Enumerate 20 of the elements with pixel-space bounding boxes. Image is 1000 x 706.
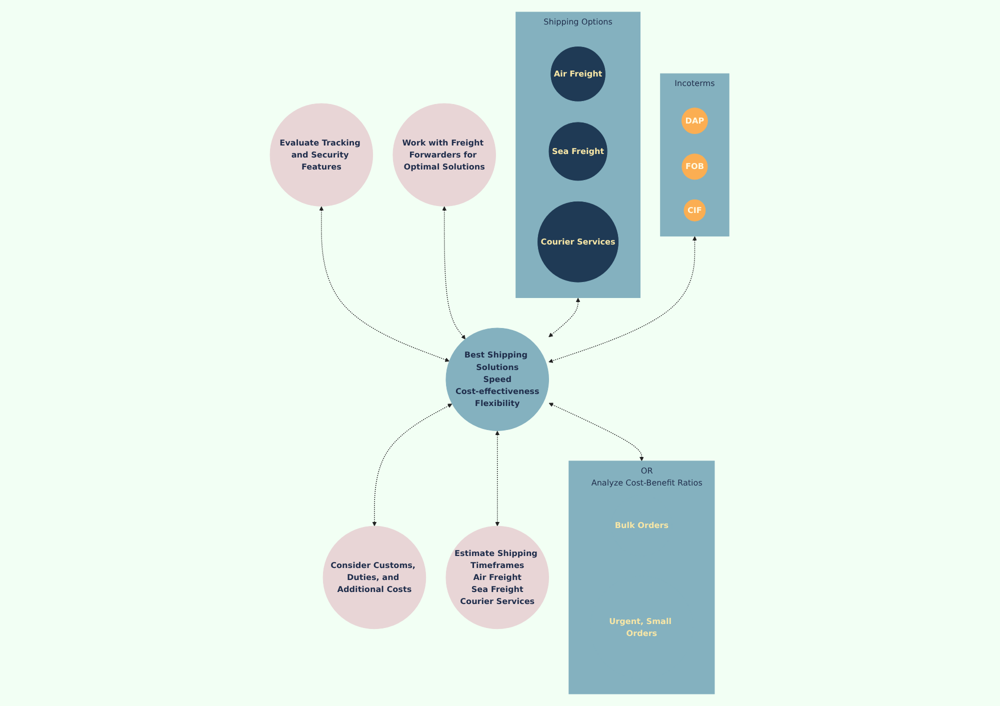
- node-circle: Consider Customs, Duties, and Additional Costs: [323, 526, 427, 630]
- arrow: [496, 430, 500, 526]
- arrow: [372, 404, 453, 526]
- arrow: [548, 298, 581, 338]
- node-circle: Sea Freight: [548, 122, 608, 182]
- node-circle: Evaluate Tracking and Security Features: [270, 103, 374, 207]
- node-circle: DAP: [682, 108, 708, 134]
- arrow: [549, 402, 644, 462]
- node-circle: Courier Services: [537, 200, 620, 283]
- arrow: [442, 206, 466, 340]
- node-text: Urgent, Small Orders: [610, 616, 672, 638]
- node-circle: Work with Freight Forwarders for Optimal Solutions: [393, 103, 496, 207]
- node-circle: Estimate Shipping Timeframes Air Freight Sea Freight Courier Services: [446, 526, 550, 630]
- node-text: Bulk Orders: [615, 520, 669, 530]
- arrow: [548, 236, 698, 363]
- node-circle: CIF: [684, 199, 706, 222]
- node-circle: Best Shipping Solutions Speed Cost-effectiveness Flexibility: [446, 328, 550, 431]
- node-circle: FOB: [682, 154, 708, 180]
- node-circle: Air Freight: [550, 46, 606, 102]
- arrow: [320, 206, 450, 362]
